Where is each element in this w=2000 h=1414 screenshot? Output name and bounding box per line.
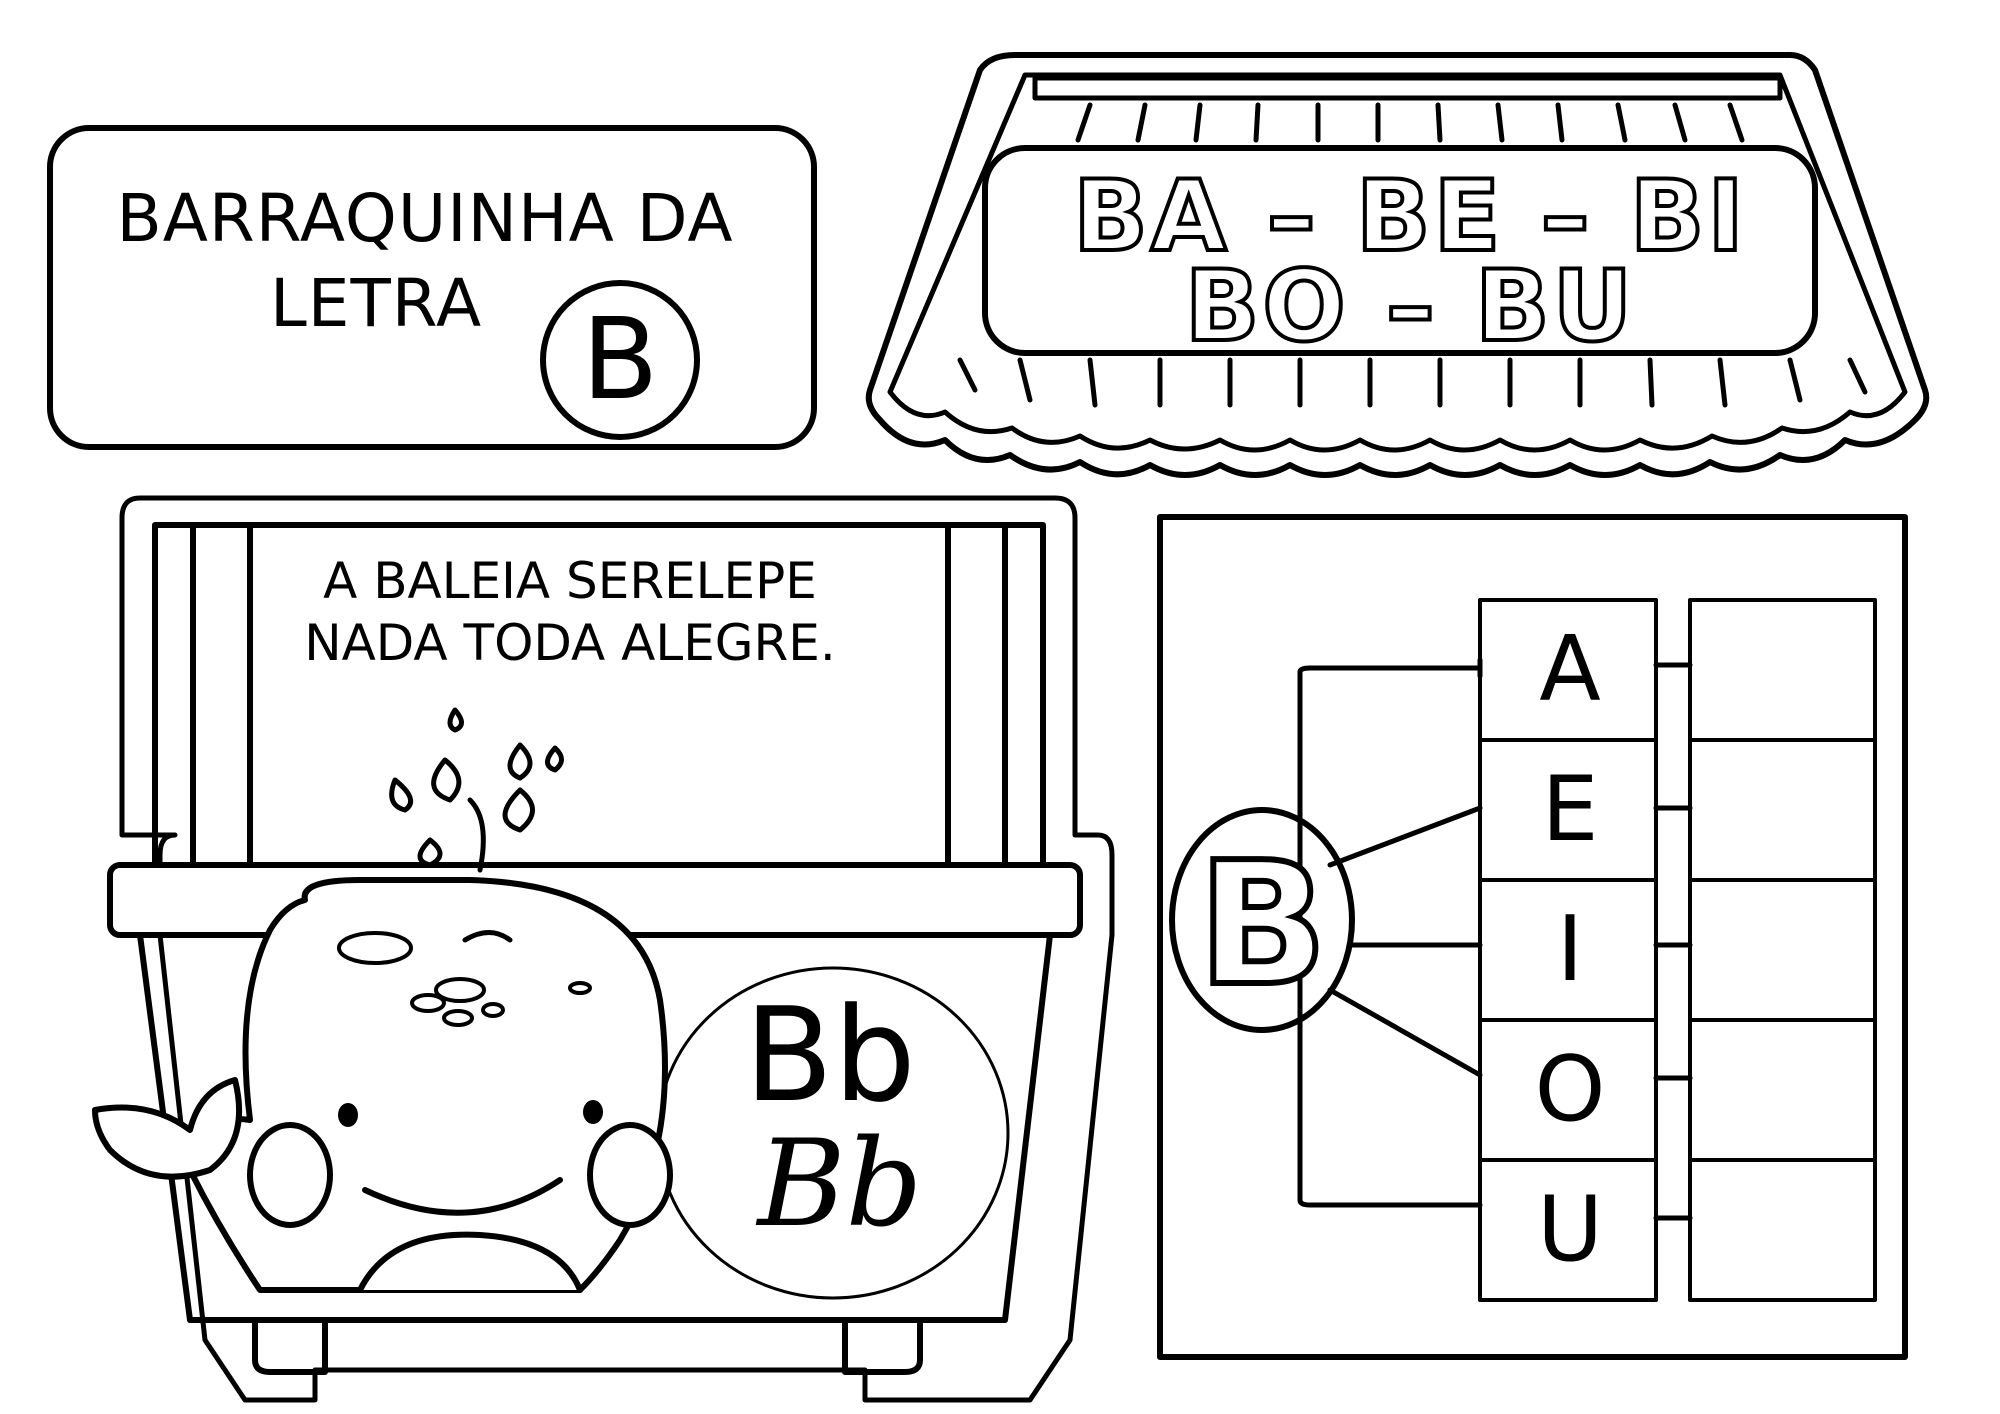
syllable-panel (1157, 514, 1908, 1360)
answer-box (1688, 1018, 1877, 1162)
awning-stripes (957, 102, 1868, 408)
root-letter: B (1195, 826, 1331, 1024)
title-card (47, 125, 817, 450)
water-spout (389, 707, 564, 873)
awning-sign (982, 145, 1818, 356)
print-letters: Bb (744, 979, 916, 1131)
awning-inner-outline (887, 72, 1908, 453)
answer-box (1688, 878, 1877, 1022)
title-letter-circle: B (540, 280, 700, 440)
whale (92, 877, 673, 1293)
answer-box (1688, 738, 1877, 882)
answer-box (1688, 598, 1877, 742)
whale-eyes (338, 1100, 603, 1127)
title-line-1: BARRAQUINHA DA (116, 180, 734, 257)
vowel-o: O (1534, 1037, 1606, 1142)
syllables-line-1: BA – BE – BI (1071, 158, 1747, 276)
awning-rod (1032, 75, 1783, 101)
answer-box (1688, 1158, 1877, 1302)
vowel-u: U (1537, 1177, 1603, 1282)
cursive-letters: Bb (757, 1115, 923, 1254)
title-line-2: LETRA (270, 265, 483, 342)
vowel-a: A (1539, 617, 1601, 722)
vowel-i: I (1556, 897, 1584, 1002)
syllables-line-2: BO – BU (1183, 248, 1636, 366)
answer-column (1688, 598, 1877, 1302)
stall-box (137, 932, 1053, 1323)
awning-outer-outline (865, 52, 1930, 478)
stall-sentence: A BALEIA SERELEPE NADA TODA ALEGRE. (250, 550, 890, 674)
root-oval (1169, 807, 1355, 1033)
sentence-line-1: A BALEIA SERELEPE (323, 552, 817, 610)
sentence-line-2: NADA TODA ALEGRE. (304, 614, 836, 672)
vowel-e: E (1541, 757, 1599, 862)
